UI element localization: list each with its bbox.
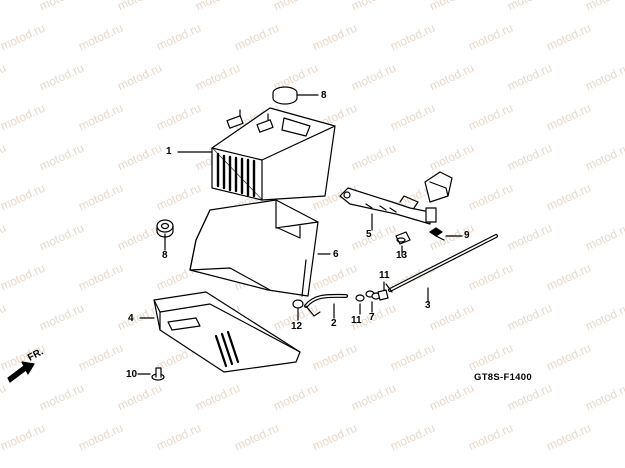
callout-cable: 3 (425, 300, 431, 311)
clips-and-fitting (355, 281, 389, 315)
callout-bolt-10: 10 (126, 369, 138, 380)
callout-cover: 4 (128, 313, 134, 324)
callout-bolt-9: 9 (464, 230, 470, 241)
callout-clip-upper: 11 (379, 270, 390, 281)
ring-12 (292, 299, 304, 321)
fr-arrow (7, 361, 35, 383)
battery-case (189, 199, 331, 297)
diagram-code: GT8S-F1400 (474, 372, 532, 383)
callout-part-7: 7 (369, 312, 375, 323)
spacer-13 (395, 231, 411, 257)
cable-3 (385, 234, 498, 303)
callout-case: 6 (333, 249, 339, 260)
battery-cover (139, 291, 301, 373)
callout-cap-left: 8 (162, 250, 168, 261)
callout-tube: 2 (331, 318, 337, 329)
bolt-10 (137, 367, 165, 381)
tube-2 (304, 293, 348, 319)
battery (211, 107, 336, 201)
callout-ring: 12 (291, 321, 303, 332)
bracket (339, 171, 453, 231)
bolt-9 (429, 227, 463, 241)
callout-battery: 1 (166, 146, 172, 157)
callout-spacer: 13 (396, 250, 408, 261)
callout-cap-top: 8 (321, 90, 327, 101)
callout-clip-lower: 11 (351, 315, 362, 326)
cap-top (272, 86, 319, 105)
cap-left (156, 219, 174, 251)
callout-bracket: 5 (366, 229, 372, 240)
